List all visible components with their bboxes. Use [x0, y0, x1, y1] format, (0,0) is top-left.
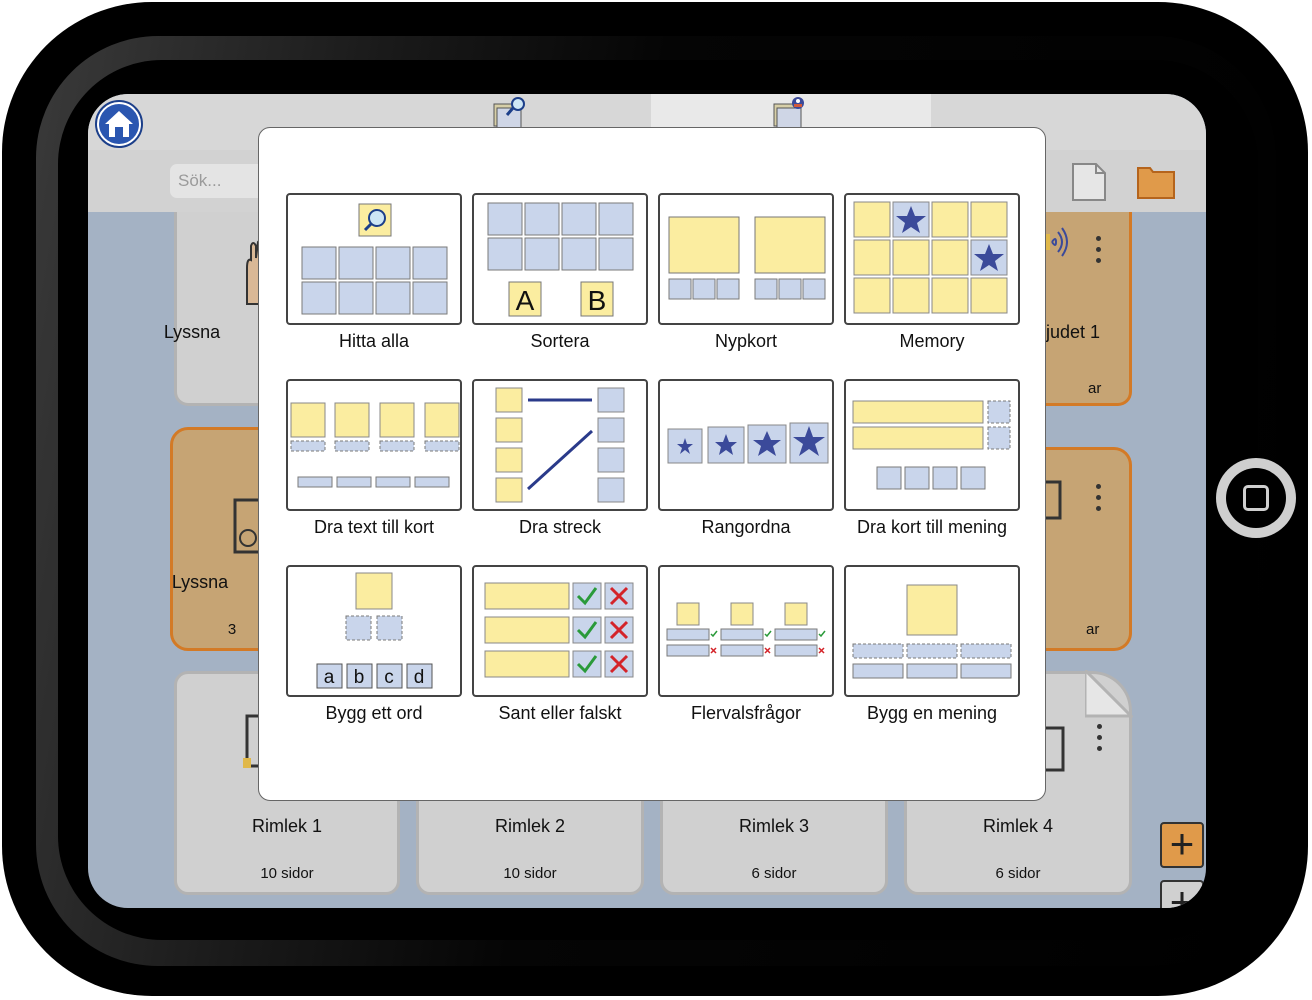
my-games-tab-icon[interactable]	[772, 96, 808, 132]
folder-card[interactable]: ar	[1038, 447, 1132, 651]
card-pages: 3	[227, 621, 237, 638]
game-label: Hitta alla	[338, 331, 410, 351]
card-title: judet 1	[1046, 322, 1101, 342]
new-folder-icon[interactable]	[1136, 162, 1176, 202]
rangordna-thumbnail	[667, 422, 829, 464]
game-label: Rangordna	[701, 517, 791, 537]
card-title: Rimlek 4	[982, 816, 1053, 836]
device-home-button[interactable]	[1216, 458, 1296, 538]
game-label: Nypkort	[714, 331, 777, 351]
game-label: Flervalsfrågor	[690, 703, 802, 723]
hitta-alla-thumbnail	[301, 203, 448, 315]
nypkort-thumbnail	[668, 216, 826, 300]
more-options-icon[interactable]	[1097, 724, 1103, 757]
game-label: Dra text till kort	[313, 517, 435, 537]
dra-text-till-kort-thumbnail	[290, 402, 460, 488]
card-pages: 6 sidor	[751, 865, 797, 882]
card-pages: ar	[1088, 380, 1102, 397]
card-title: Lyssna	[163, 322, 221, 342]
game-label: Bygg ett ord	[325, 703, 423, 723]
sortera-thumbnail: A B	[487, 202, 634, 317]
sound-icon	[1042, 227, 1068, 257]
sant-eller-falskt-thumbnail	[484, 582, 634, 678]
page-curl-icon	[1085, 670, 1133, 718]
card-title: Rimlek 3	[738, 816, 809, 836]
sort-letter-a: A	[516, 285, 535, 316]
add-activity-button[interactable]: +	[1160, 880, 1204, 908]
bygg-en-mening-thumbnail	[852, 584, 1012, 679]
home-icon[interactable]	[95, 100, 143, 148]
game-label: Dra kort till mening	[856, 517, 1008, 537]
sort-letter-b: B	[588, 285, 607, 316]
card-pages: ar	[1086, 621, 1100, 638]
more-options-icon[interactable]	[1096, 484, 1102, 517]
letter-tile-a: a	[324, 667, 335, 688]
letter-tile-c: c	[384, 667, 394, 688]
card-pages: 6 sidor	[995, 865, 1041, 882]
card-pages: 10 sidor	[503, 865, 557, 882]
letter-tile-b: b	[354, 667, 365, 688]
game-label: Sant eller falskt	[498, 703, 622, 723]
letter-tile-d: d	[414, 667, 425, 688]
memory-thumbnail	[853, 201, 1008, 314]
bygg-ett-ord-thumbnail: a b c d	[316, 572, 433, 689]
folder-card[interactable]: judet 1 ar	[1038, 212, 1132, 406]
flervalsfragor-thumbnail	[666, 602, 826, 657]
dra-streck-thumbnail	[495, 387, 625, 503]
new-document-icon[interactable]	[1070, 162, 1108, 202]
game-label: Memory	[899, 331, 965, 351]
card-pages: 10 sidor	[260, 865, 314, 882]
game-label: Bygg en mening	[866, 703, 998, 723]
game-label: Dra streck	[518, 517, 601, 537]
more-options-icon[interactable]	[1096, 236, 1102, 269]
game-label: Sortera	[530, 331, 590, 351]
add-folder-button[interactable]: +	[1160, 822, 1204, 868]
card-title: Lyssna	[171, 572, 229, 592]
dra-kort-till-mening-thumbnail	[852, 400, 1011, 490]
game-type-picker: Hitta alla A B Sortera	[258, 127, 1046, 801]
card-title: Rimlek 1	[251, 816, 322, 836]
card-title: Rimlek 2	[494, 816, 565, 836]
